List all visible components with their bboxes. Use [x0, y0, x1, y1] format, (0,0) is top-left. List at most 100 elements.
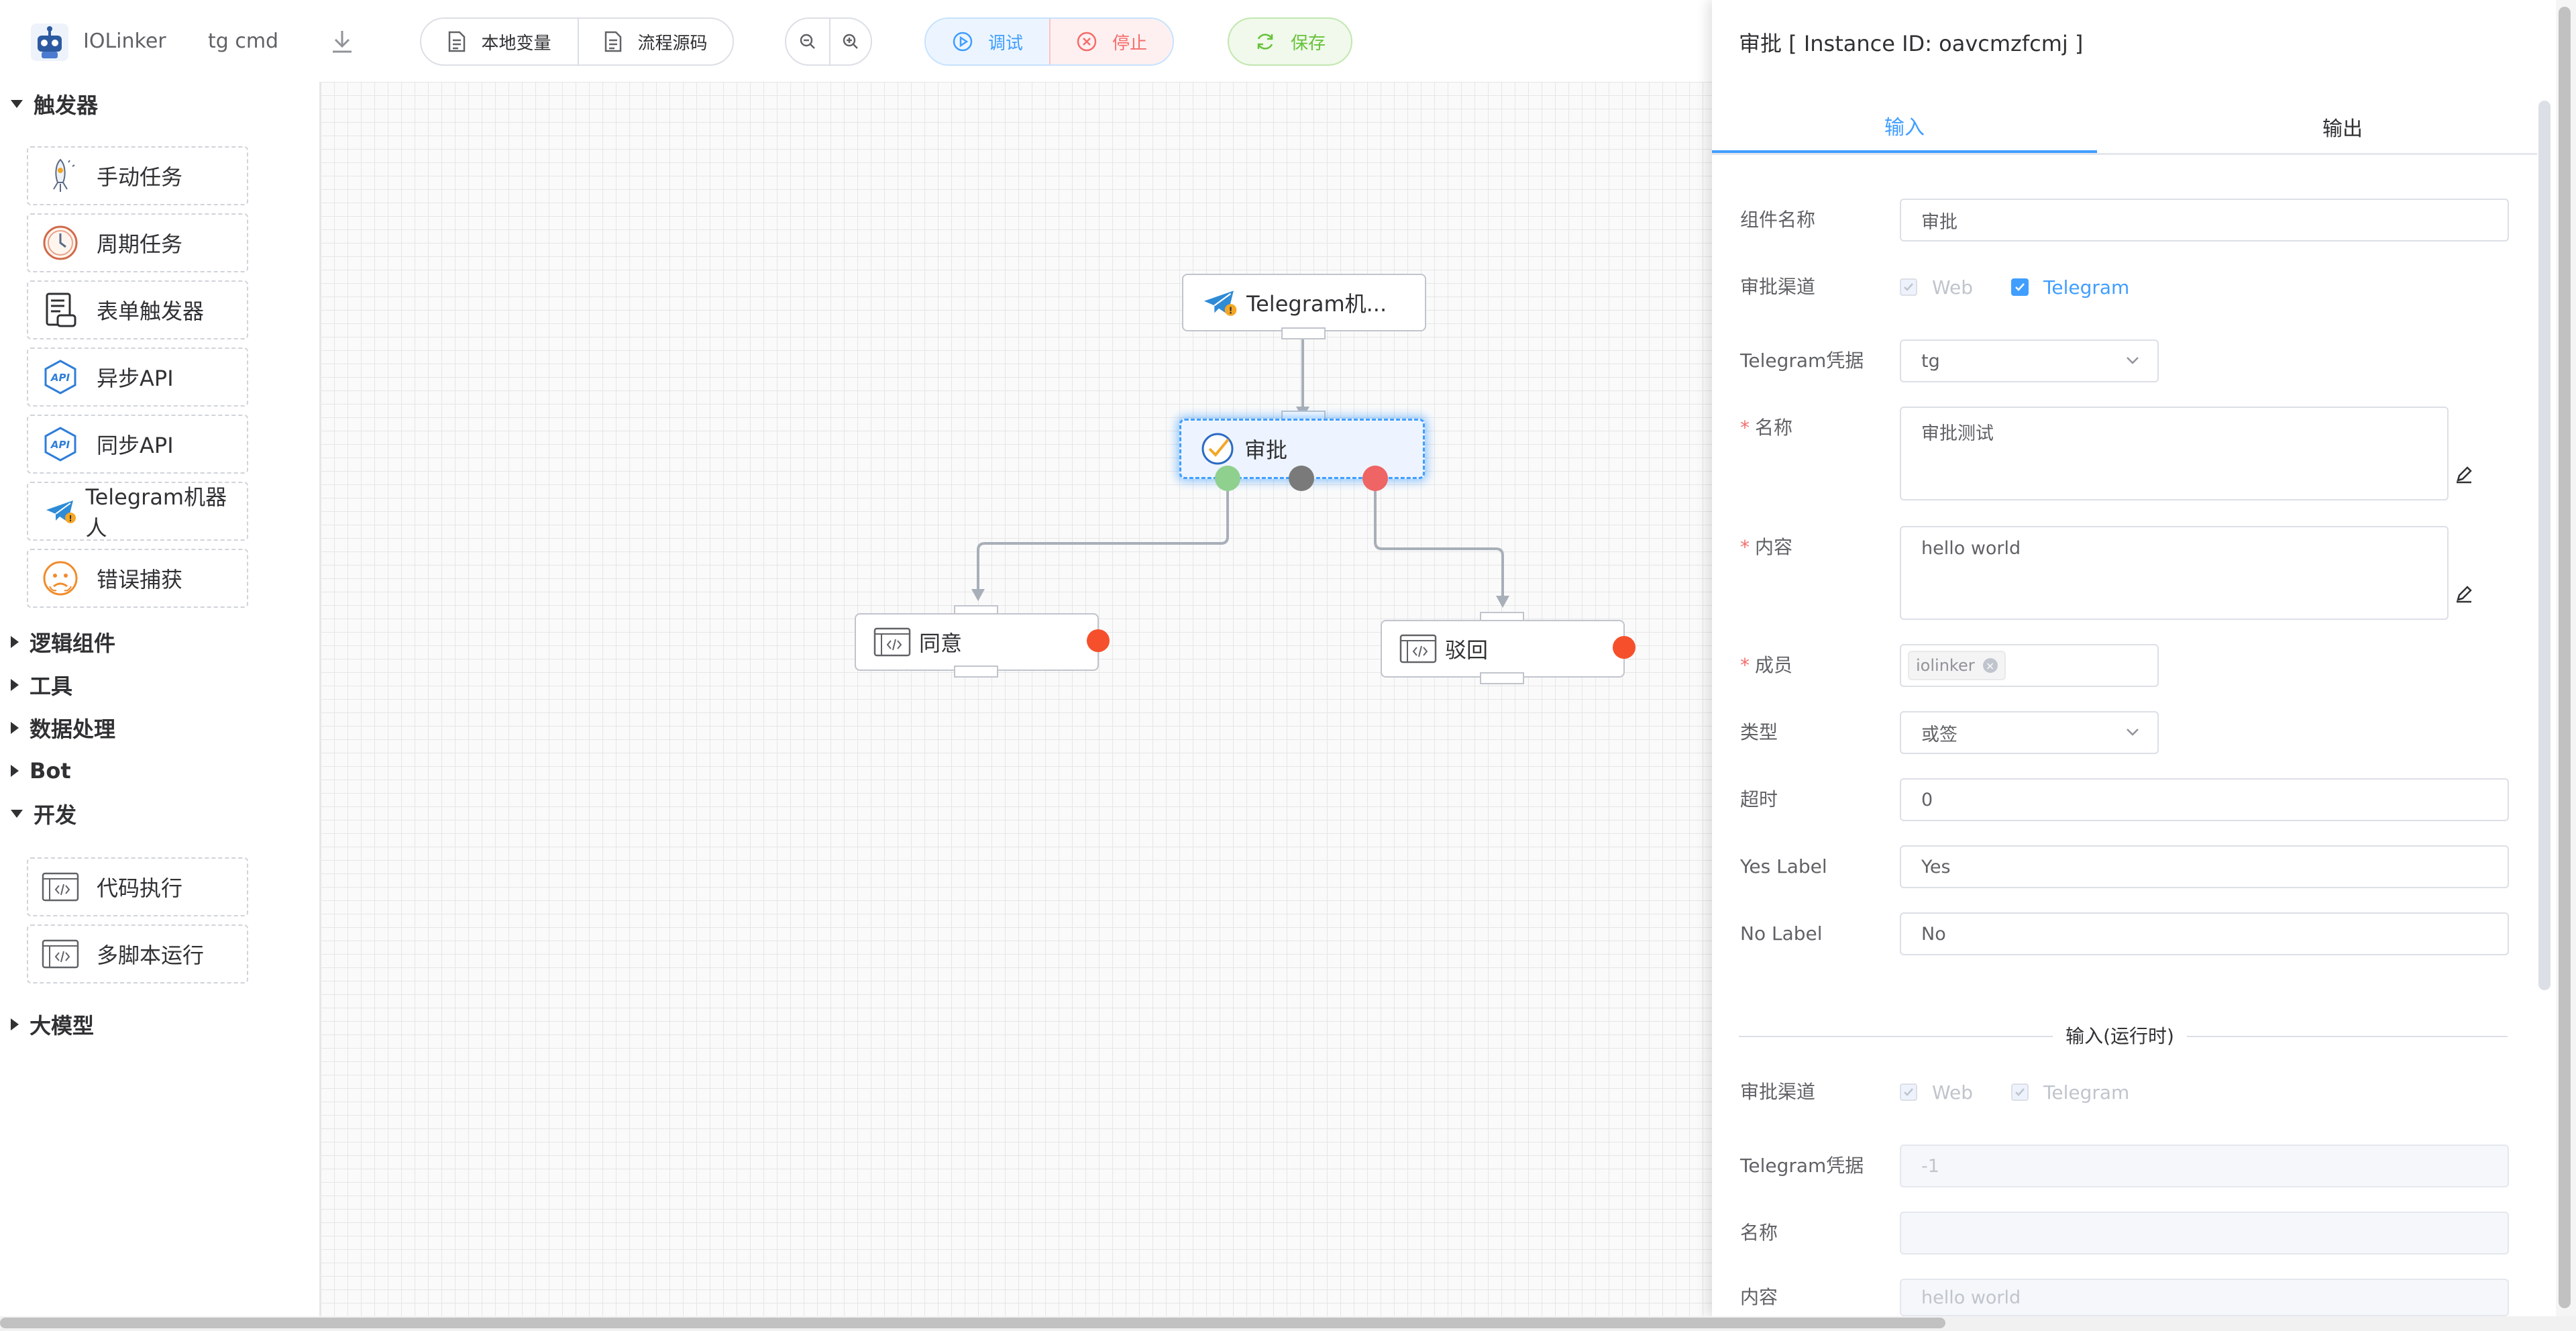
close-icon[interactable]: × — [1982, 658, 1998, 673]
node-agree[interactable]: 同意 — [855, 613, 1099, 671]
check-icon — [1900, 278, 1917, 296]
component-code-exec[interactable]: 代码执行 — [27, 857, 248, 916]
component-label: 多脚本运行 — [97, 943, 205, 968]
component-multi-script[interactable]: 多脚本运行 — [27, 924, 248, 983]
document-icon — [449, 31, 466, 52]
telegram-icon: ! — [40, 491, 80, 531]
members-select[interactable]: iolinker × — [1900, 644, 2159, 687]
svg-text:API: API — [50, 439, 70, 451]
tab-output[interactable]: 输出 — [2322, 117, 2363, 141]
error-output-port[interactable] — [1087, 629, 1110, 652]
category-llm[interactable]: 大模型 — [11, 1008, 94, 1041]
channel-telegram-checkbox[interactable]: Telegram — [2011, 274, 2129, 301]
timeout-output-port[interactable] — [1289, 466, 1314, 491]
component-label: 异步API — [97, 366, 174, 391]
window-vertical-scrollbar[interactable] — [2559, 7, 2571, 1308]
error-output-port[interactable] — [1613, 636, 1635, 659]
stop-button[interactable]: 停止 — [1049, 19, 1173, 64]
check-icon — [2011, 1083, 2029, 1101]
node-label: Telegram机... — [1246, 291, 1387, 317]
chevron-down-icon — [2127, 357, 2139, 364]
yes-output-port[interactable] — [1215, 466, 1240, 491]
category-bot[interactable]: Bot — [11, 754, 71, 788]
category-label: 大模型 — [30, 1013, 95, 1039]
form-icon — [40, 290, 80, 330]
document-icon — [605, 31, 622, 52]
category-logic[interactable]: 逻辑组件 — [11, 625, 115, 659]
node-output-port[interactable] — [1480, 672, 1524, 684]
input-value: 审批 — [1921, 211, 1957, 233]
flow-canvas[interactable]: ! Telegram机... 审批 同意 驳回 — [321, 82, 1712, 1316]
name-textarea[interactable]: 审批测试 — [1900, 407, 2449, 500]
content-textarea[interactable]: hello world — [1900, 526, 2449, 620]
caret-right-icon — [11, 679, 19, 691]
checkbox-label: Telegram — [2043, 1081, 2130, 1104]
component-form-trigger[interactable]: 表单触发器 — [27, 280, 248, 339]
node-output-port[interactable] — [1281, 327, 1326, 339]
credential-label: Telegram凭据 — [1740, 350, 1864, 372]
robot-logo-icon — [28, 21, 71, 64]
local-vars-label: 本地变量 — [481, 33, 551, 54]
api-icon: API — [40, 357, 80, 397]
flow-source-button[interactable]: 流程源码 — [577, 19, 733, 64]
no-output-port[interactable] — [1362, 466, 1388, 491]
yes-label-input[interactable]: Yes — [1900, 845, 2509, 888]
type-label: 类型 — [1740, 721, 1778, 743]
category-label: Bot — [30, 758, 71, 784]
textarea-value: 审批测试 — [1921, 423, 1994, 444]
timeout-input[interactable]: 0 — [1900, 778, 2509, 821]
tab-input[interactable]: 输入 — [1712, 101, 2097, 153]
debug-button[interactable]: 调试 — [926, 19, 1049, 64]
panel-scrollbar[interactable] — [2538, 101, 2551, 990]
component-async-api[interactable]: API 异步API — [27, 348, 248, 407]
component-name-input[interactable]: 审批 — [1900, 199, 2509, 242]
component-label: Telegram机器人 — [85, 484, 227, 541]
category-tools[interactable]: 工具 — [11, 668, 72, 702]
edit-pen-icon[interactable] — [2454, 584, 2474, 604]
close-circle-icon — [1077, 32, 1097, 52]
save-button[interactable]: 保存 — [1229, 19, 1351, 64]
download-icon[interactable] — [330, 28, 354, 55]
zoom-button-group — [785, 17, 872, 66]
horizontal-scrollbar[interactable] — [0, 1318, 1945, 1328]
caret-right-icon — [11, 722, 19, 734]
no-label-input[interactable]: No — [1900, 912, 2509, 955]
save-button-group: 保存 — [1228, 17, 1352, 66]
category-triggers[interactable]: 触发器 — [11, 87, 98, 121]
top-toolbar: IOLinker tg cmd 本地变量 流程源码 调试 停止 — [0, 0, 1712, 82]
component-error-catch[interactable]: 错误捕获 — [27, 549, 248, 608]
edit-pen-icon[interactable] — [2454, 464, 2474, 484]
category-data-processing[interactable]: 数据处理 — [11, 711, 115, 745]
svg-text:!: ! — [1228, 307, 1232, 317]
play-circle-icon — [953, 32, 973, 52]
component-sync-api[interactable]: API 同步API — [27, 415, 248, 474]
flow-name[interactable]: tg cmd — [208, 30, 279, 53]
checkbox-label: Telegram — [2043, 276, 2130, 299]
component-telegram-bot[interactable]: ! Telegram机器人 — [27, 482, 248, 541]
zoom-in-icon — [843, 34, 858, 49]
credential-select[interactable]: tg — [1900, 339, 2159, 382]
zoom-out-button[interactable] — [786, 19, 829, 64]
component-periodic-task[interactable]: 周期任务 — [27, 213, 248, 272]
channel-web-checkbox[interactable]: Web — [1900, 274, 1973, 301]
caret-right-icon — [11, 765, 19, 777]
local-vars-button[interactable]: 本地变量 — [421, 19, 578, 64]
approval-check-icon — [1199, 430, 1236, 468]
category-dev[interactable]: 开发 — [11, 797, 76, 831]
type-select[interactable]: 或签 — [1900, 711, 2159, 754]
flow-source-label: 流程源码 — [637, 33, 708, 54]
node-label: 同意 — [919, 631, 963, 656]
node-label: 审批 — [1244, 437, 1288, 463]
component-manual-task[interactable]: 手动任务 — [27, 146, 248, 205]
node-reject[interactable]: 驳回 — [1381, 620, 1625, 678]
runtime-channel-telegram-checkbox: Telegram — [2011, 1079, 2129, 1106]
label-text: 成员 — [1755, 654, 1793, 676]
edge-approval-to-agree — [977, 479, 1229, 592]
panel-title: 审批 [ Instance ID: oavcmzfcmj ] — [1739, 31, 2084, 56]
yes-label-label: Yes Label — [1740, 855, 1827, 877]
runtime-credential-label: Telegram凭据 — [1740, 1155, 1864, 1177]
zoom-in-button[interactable] — [829, 19, 871, 64]
channel-label: 审批渠道 — [1740, 276, 1816, 298]
node-telegram-bot[interactable]: ! Telegram机... — [1182, 274, 1426, 331]
node-output-port[interactable] — [954, 666, 998, 678]
